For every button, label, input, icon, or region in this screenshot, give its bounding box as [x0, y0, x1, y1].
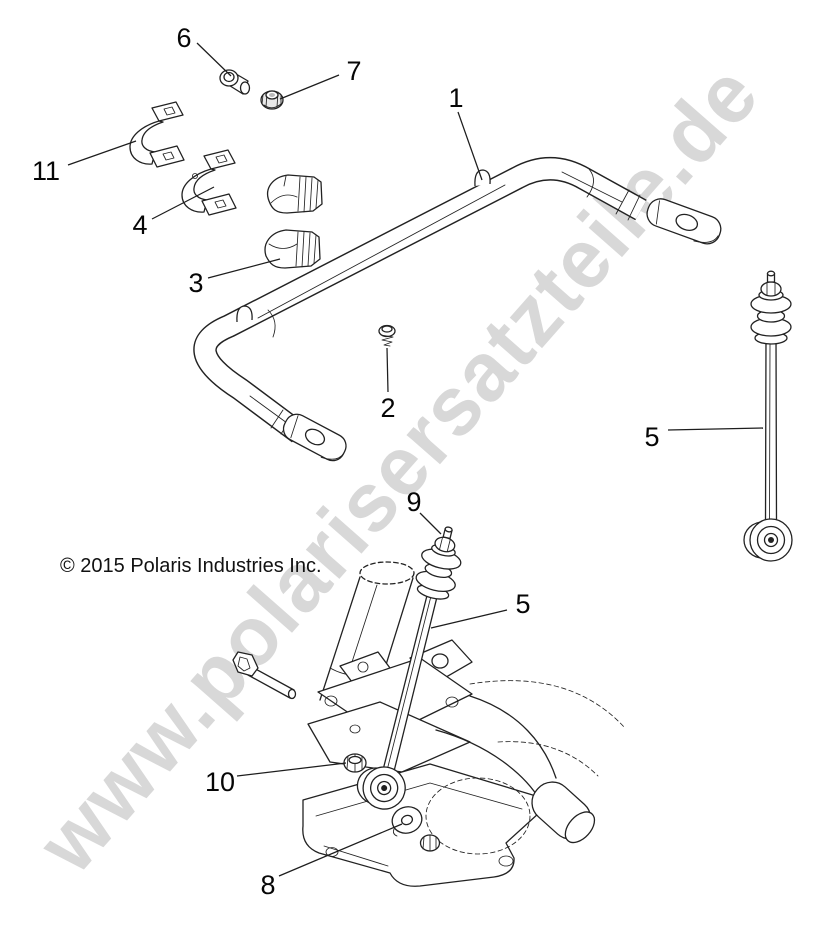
- leader-7: [279, 74, 340, 100]
- callout-7[interactable]: 7: [346, 56, 361, 86]
- callout-3[interactable]: 3: [188, 268, 203, 298]
- leader-6: [196, 42, 232, 77]
- flange-nut: [260, 90, 284, 110]
- stabilizer-bar: [193, 157, 722, 462]
- bar-weld-tab: [236, 305, 253, 323]
- stabilizer-bushing-lower: [264, 229, 321, 269]
- leader-5-lower: [430, 609, 508, 629]
- callout-4[interactable]: 4: [132, 210, 147, 240]
- lock-nut: [419, 834, 441, 852]
- washer: [391, 806, 423, 837]
- axle-tube: [531, 781, 596, 844]
- callout-8[interactable]: 8: [260, 870, 275, 900]
- bar-weld-tab: [474, 169, 491, 187]
- bushing-bracket-inner: [181, 149, 237, 216]
- leader-5-right: [667, 427, 764, 431]
- callout-5-lower[interactable]: 5: [515, 589, 530, 619]
- bar-end-tab-right: [646, 198, 722, 245]
- bushing-bracket-outer: [129, 101, 185, 168]
- callout-1[interactable]: 1: [448, 83, 463, 113]
- bar-end-tab-lower: [282, 413, 347, 462]
- callout-10[interactable]: 10: [205, 767, 235, 797]
- callout-9[interactable]: 9: [406, 487, 421, 517]
- leader-9: [419, 512, 442, 535]
- screw: [378, 324, 396, 347]
- callout-5-right[interactable]: 5: [644, 422, 659, 452]
- leader-8: [278, 823, 403, 877]
- callout-11[interactable]: 11: [32, 156, 60, 186]
- leader-1: [457, 111, 483, 181]
- leader-2: [386, 347, 389, 393]
- link-nut: [343, 753, 367, 773]
- flange-bolt: [219, 69, 251, 95]
- callout-labels: 6 7 1 11 4 3 2 5 9 5 10 8: [32, 23, 660, 900]
- pivot-bolt: [232, 651, 297, 700]
- callout-6[interactable]: 6: [176, 23, 191, 53]
- leader-3: [207, 258, 281, 279]
- leader-10: [236, 762, 347, 777]
- callout-2[interactable]: 2: [380, 393, 395, 423]
- leader-11: [67, 140, 137, 166]
- bar-tube-fill: [194, 158, 646, 442]
- stabilizer-bushing-upper: [267, 174, 323, 214]
- copyright-text: © 2015 Polaris Industries Inc.: [60, 555, 322, 577]
- leader-lines: [67, 42, 764, 877]
- leader-4: [151, 186, 215, 220]
- stabilizer-link-right: [743, 270, 793, 562]
